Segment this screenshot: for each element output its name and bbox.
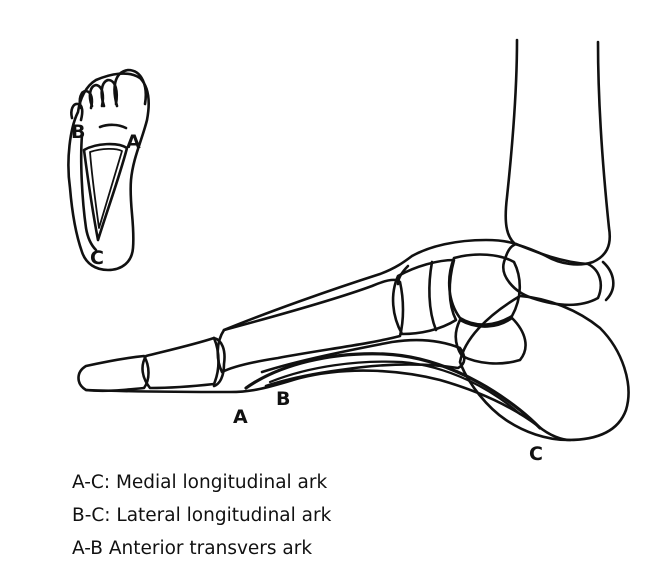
legend-transverse-arch: A-B Anterior transvers ark	[72, 532, 331, 565]
transverse-arc-small	[100, 125, 126, 128]
label-small-c: C	[90, 247, 104, 269]
arch-legend: A-C: Medial longitudinal ark B-C: Latera…	[72, 466, 331, 565]
cuneiform-line	[429, 262, 436, 330]
dorsal-outline	[224, 240, 516, 330]
phalanx-proximal	[143, 338, 219, 388]
lateral-arch-curve	[270, 362, 520, 414]
label-small-a: A	[126, 131, 141, 153]
label-side-a: A	[233, 406, 248, 428]
plantar-footprint	[68, 70, 148, 270]
navicular	[449, 255, 520, 325]
tibia-front	[506, 40, 517, 244]
tibia-back	[515, 42, 610, 264]
side-point-labels: A B C	[233, 388, 543, 465]
label-small-b: B	[71, 121, 85, 143]
plantar-outline	[86, 371, 570, 440]
malleolus	[603, 262, 613, 300]
phalanx-distal	[79, 356, 149, 391]
label-side-c: C	[529, 443, 543, 465]
calcaneus	[460, 296, 628, 440]
legend-lateral-arch: B-C: Lateral longitudinal ark	[72, 499, 331, 532]
side-foot	[79, 40, 629, 440]
legend-medial-arch: A-C: Medial longitudinal ark	[72, 466, 331, 499]
label-side-b: B	[276, 388, 290, 410]
toe-big	[115, 70, 146, 106]
